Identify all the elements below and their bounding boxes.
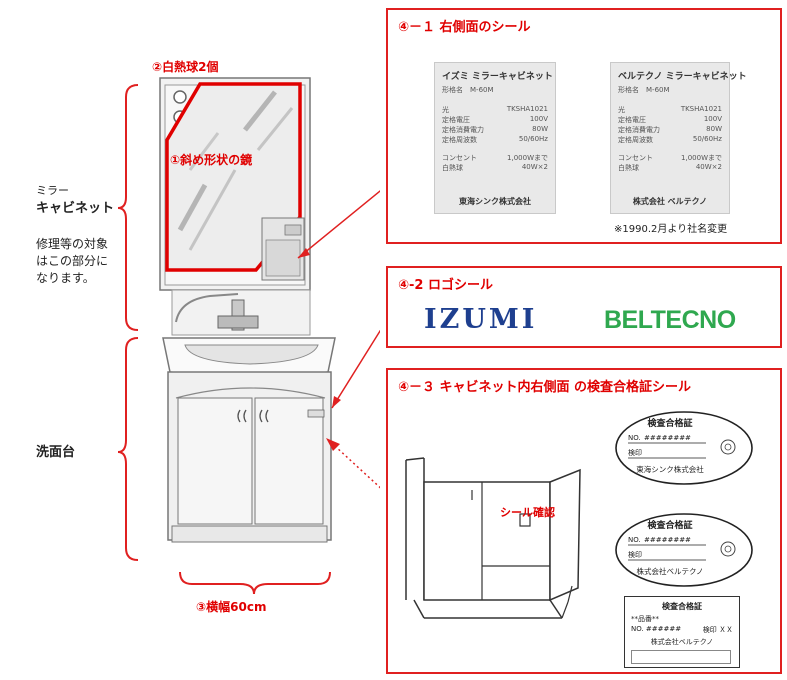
card-title: 検査合格証 bbox=[662, 602, 702, 611]
seal-row-value: 1,000Wまで bbox=[507, 154, 548, 162]
seal-row-value: 50/60Hz bbox=[518, 135, 548, 143]
izumi-seal: イズミ ミラーキャビネット 形格名 M-60M 光 TKSHA1021 定格電圧 1… bbox=[434, 62, 556, 214]
panel-title: ④-2 ロゴシール bbox=[398, 278, 493, 293]
oval-maker: 東海シンク株式会社 bbox=[636, 464, 704, 474]
washstand-brace bbox=[117, 337, 139, 561]
izumi-logo: IZUMI bbox=[424, 304, 538, 335]
right-side-seal-panel: ④－１ 右側面のシール イズミ ミラーキャビネット 形格名 M-60M 光 TKS… bbox=[386, 8, 782, 244]
seal-maker: 株式会社 ベルテクノ bbox=[632, 197, 708, 206]
diagonal-mirror-label: ①斜め形状の鏡 bbox=[170, 153, 253, 167]
seal-maker: 東海シンク株式会社 bbox=[459, 197, 531, 206]
mirror-cabinet-brace bbox=[117, 84, 139, 331]
seal-row-label: 定格電圧 bbox=[442, 116, 470, 124]
seal-row-value: 1,000Wまで bbox=[681, 154, 722, 162]
oval-title: 検査合格証 bbox=[647, 417, 692, 429]
repair-note-line1: 修理等の対象 bbox=[36, 237, 109, 251]
oval-maker: 株式会社ベルテクノ bbox=[636, 566, 703, 576]
seal-row-value: 40W×2 bbox=[521, 163, 548, 171]
seal-model: 形格名 M-60M bbox=[618, 86, 670, 94]
seal-row-value: TKSHA1021 bbox=[680, 105, 722, 113]
washstand-illustration bbox=[117, 77, 380, 595]
panel-title: ④－３ キャビネット内右側面 の検査合格証シール bbox=[398, 380, 692, 395]
seal-model: 形格名 M-60M bbox=[442, 86, 494, 94]
bulb-label: ②白熱球2個 bbox=[152, 60, 219, 74]
oval-stamp: 検印 bbox=[628, 448, 642, 457]
inspection-oval-seal-tokai: 検査合格証 NO. ######## 検印 東海シンク株式会社 bbox=[615, 411, 753, 485]
seal-row-label: 定格周波数 bbox=[442, 136, 477, 144]
logo-seal-spot bbox=[307, 409, 325, 418]
company-rename-note: ※1990.2月より社名変更 bbox=[614, 224, 728, 235]
oval-no: NO. bbox=[628, 434, 641, 442]
oval-serial: ######## bbox=[644, 536, 691, 544]
card-no: NO. ###### bbox=[631, 625, 682, 633]
panel-title: ④－１ 右側面のシール bbox=[398, 20, 531, 35]
width-brace bbox=[179, 571, 331, 595]
seal-brand: イズミ ミラーキャビネット bbox=[442, 72, 553, 82]
card-stamp: 検印 ＸＸ bbox=[702, 626, 733, 634]
mirror-cabinet-label-line2: キャビネット bbox=[36, 201, 115, 216]
oval-stamp: 検印 bbox=[628, 550, 642, 559]
seal-row-value: 100V bbox=[529, 115, 548, 123]
beltecno-logo: BELTECNO bbox=[604, 306, 736, 334]
seal-row-label: コンセント bbox=[618, 154, 653, 162]
bulb-icon bbox=[173, 90, 187, 104]
seal-row-value: 80W bbox=[532, 125, 548, 133]
inspection-card-seal: 検査合格証 **品番** NO. ###### 検印 ＸＸ 株式会社ベルテクノ bbox=[624, 596, 740, 668]
seal-row-label: 光 bbox=[618, 106, 625, 114]
oval-title: 検査合格証 bbox=[647, 519, 692, 531]
mirror-cabinet-label-line1: ミラー bbox=[36, 184, 69, 197]
oval-serial: ######## bbox=[644, 434, 691, 442]
open-cabinet-drawing bbox=[405, 457, 581, 619]
seal-row-value: 100V bbox=[703, 115, 722, 123]
logo-seal-panel: ④-2 ロゴシール IZUMI BELTECNO bbox=[386, 266, 782, 348]
mark-icon bbox=[720, 541, 736, 557]
beltecno-seal: ベルテクノ ミラーキャビネット 形格名 M-60M 光 TKSHA1021 定格電… bbox=[610, 62, 747, 214]
seal-row-label: 定格周波数 bbox=[618, 136, 653, 144]
width-label: ③横幅60cm bbox=[196, 600, 267, 614]
seal-row-value: 80W bbox=[706, 125, 722, 133]
inspection-seal-panel: ④－３ キャビネット内右側面 の検査合格証シール シール確認 検査合格証 NO.… bbox=[386, 368, 782, 674]
repair-note-line3: なります。 bbox=[36, 271, 95, 285]
seal-row-label: 定格消費電力 bbox=[618, 126, 660, 134]
seal-row-label: 光 bbox=[442, 106, 449, 114]
seal-row-label: 定格電圧 bbox=[618, 116, 646, 124]
card-maker: 株式会社ベルテクノ bbox=[650, 638, 714, 646]
washstand-label: 洗面台 bbox=[36, 445, 76, 460]
inspection-oval-seal-beltecno: 検査合格証 NO. ######## 検印 株式会社ベルテクノ bbox=[615, 513, 753, 587]
seal-row-value: TKSHA1021 bbox=[506, 105, 548, 113]
seal-row-value: 50/60Hz bbox=[692, 135, 722, 143]
repair-note-line2: はこの部分に bbox=[36, 254, 109, 268]
seal-row-label: コンセント bbox=[442, 154, 477, 162]
seal-brand: ベルテクノ ミラーキャビネット bbox=[618, 72, 747, 82]
seal-row-label: 白熱球 bbox=[618, 164, 639, 172]
seal-check-label: シール確認 bbox=[500, 506, 555, 519]
seal-row-label: 白熱球 bbox=[442, 164, 463, 172]
seal-row-value: 40W×2 bbox=[695, 163, 722, 171]
seal-row-label: 定格消費電力 bbox=[442, 126, 484, 134]
mark-icon bbox=[720, 439, 736, 455]
oval-no: NO. bbox=[628, 536, 641, 544]
card-item: **品番** bbox=[631, 615, 659, 623]
